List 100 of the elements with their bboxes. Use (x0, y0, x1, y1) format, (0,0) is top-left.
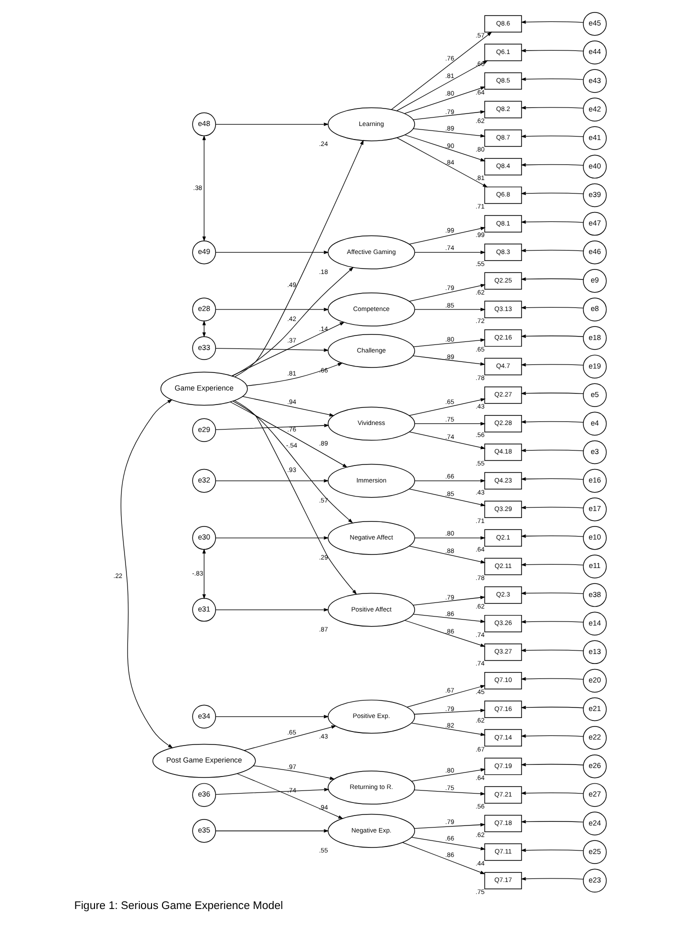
arrow (215, 479, 329, 483)
node-circle: e11 (582, 554, 607, 578)
node-circle: e43 (582, 69, 607, 93)
arrow (231, 322, 345, 376)
arrow (520, 48, 584, 52)
arrow (411, 722, 486, 736)
arrow (520, 534, 584, 538)
node-circle: e31 (192, 598, 216, 622)
arrow (215, 608, 329, 612)
arrow (404, 134, 486, 162)
arrow (520, 106, 584, 110)
arrow (520, 163, 584, 167)
node-circle: e13 (582, 640, 607, 664)
arrow (408, 488, 486, 506)
arrow (215, 829, 329, 833)
node-circle: e21 (582, 697, 607, 722)
arrow (120, 399, 174, 748)
node-circle: e29 (192, 418, 216, 442)
arrow (232, 266, 354, 376)
node-circle: e45 (582, 12, 607, 36)
arrow (215, 788, 330, 795)
arrow (520, 592, 584, 595)
arrow (412, 110, 486, 120)
arrow (414, 308, 486, 312)
node-ellipse: Game Experience (160, 372, 248, 406)
arrow (520, 562, 584, 566)
node-circle: e44 (582, 40, 607, 64)
arrow (215, 348, 329, 352)
node-circle: e25 (582, 840, 607, 864)
arrow (520, 334, 584, 338)
arrow (520, 77, 584, 81)
arrow (215, 122, 329, 126)
node-circle: e38 (582, 583, 607, 607)
arrow (520, 306, 584, 310)
arrow (520, 762, 584, 766)
arrow (412, 356, 486, 366)
arrow (520, 277, 584, 281)
node-circle: e39 (582, 183, 607, 208)
node-circle: e22 (582, 726, 607, 750)
arrow (215, 250, 329, 254)
arrow (215, 424, 330, 430)
arrow (414, 708, 486, 715)
arrow (408, 431, 486, 450)
node-circle: e27 (582, 783, 607, 807)
arrow (520, 392, 584, 396)
arrow (520, 791, 584, 795)
arrow (520, 706, 584, 710)
node-circle: e5 (582, 383, 607, 408)
arrow (396, 60, 488, 112)
node-circle: e8 (582, 298, 607, 322)
arrow (234, 400, 357, 595)
arrow (246, 362, 343, 386)
node-circle: e23 (582, 868, 607, 893)
node-circle: e47 (582, 212, 607, 236)
arrow (520, 477, 584, 481)
arrow (232, 400, 353, 524)
arrow (242, 396, 334, 417)
arrow (520, 506, 584, 510)
arrow (404, 86, 486, 114)
arrow (414, 479, 486, 483)
node-circle: e19 (582, 354, 607, 378)
arrow (520, 820, 584, 824)
arrow (408, 546, 486, 564)
node-circle: e24 (582, 812, 607, 836)
arrow (408, 226, 486, 245)
arrow (215, 536, 329, 540)
node-circle: e35 (192, 819, 216, 843)
node-circle: e4 (582, 412, 607, 436)
arrow (520, 420, 584, 424)
arrow (236, 773, 344, 819)
arrow (391, 32, 492, 110)
node-circle: e49 (192, 240, 216, 264)
caption: Figure 1: Serious Game Experience Model (74, 900, 283, 912)
node-circle: e30 (192, 526, 216, 550)
arrow (234, 140, 364, 378)
arrow (520, 677, 584, 681)
arrow (408, 284, 486, 302)
node-circle: e32 (192, 468, 216, 493)
arrow (414, 422, 486, 426)
arrow (520, 20, 584, 24)
node-circle: e17 (582, 497, 607, 522)
arrow (411, 768, 486, 782)
arrow (413, 128, 486, 138)
arrow (520, 248, 584, 252)
arrow (414, 823, 486, 829)
arrow (202, 135, 206, 242)
node-circle: e20 (582, 668, 607, 693)
arrow (520, 134, 584, 138)
node-circle: e46 (582, 240, 607, 264)
arrow (520, 620, 584, 624)
node-circle: e34 (192, 704, 216, 729)
arrow (408, 398, 486, 416)
node-circle: e18 (582, 326, 607, 350)
arrow (520, 848, 584, 852)
arrow (520, 363, 584, 367)
node-circle: e26 (582, 754, 607, 778)
arrow (520, 877, 584, 881)
arrow (402, 842, 486, 874)
arrow (252, 765, 335, 780)
node-circle: e48 (192, 112, 216, 136)
